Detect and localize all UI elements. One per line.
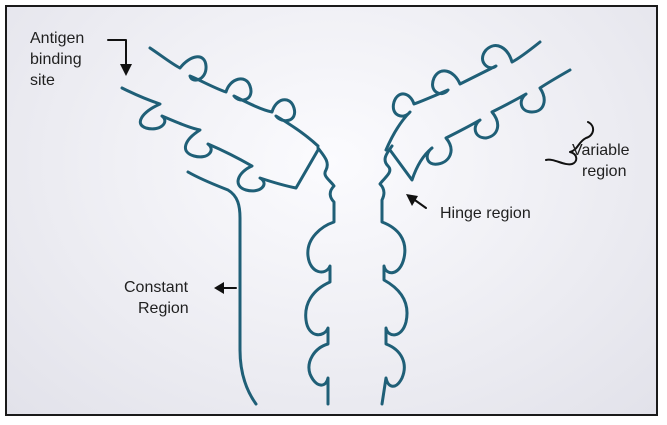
- right-heavy-constant: [380, 146, 407, 404]
- variable-label: Variable region: [572, 140, 630, 182]
- constant-arrowhead: [214, 282, 224, 294]
- left-heavy-constant: [306, 148, 334, 404]
- antigen-arrowhead: [120, 64, 132, 76]
- antigen-label-line3: site: [30, 70, 84, 91]
- right-heavy-chain-upper: [386, 42, 540, 150]
- antigen-label: Antigen binding site: [30, 28, 84, 91]
- antigen-label-line2: binding: [30, 49, 84, 70]
- variable-label-line2: region: [572, 161, 630, 182]
- constant-label: Constant Region: [124, 277, 189, 319]
- constant-label-line1: Constant: [124, 277, 189, 298]
- antigen-label-line1: Antigen: [30, 28, 84, 49]
- variable-label-line1: Variable: [572, 140, 630, 161]
- left-heavy-chain-upper: [150, 48, 318, 146]
- hinge-label-text: Hinge region: [440, 205, 531, 222]
- antigen-arrow: [108, 40, 126, 66]
- right-light-chain: [390, 70, 570, 180]
- left-light-chain: [122, 88, 318, 191]
- constant-label-line2: Region: [124, 298, 189, 319]
- hinge-label: Hinge region: [440, 203, 531, 224]
